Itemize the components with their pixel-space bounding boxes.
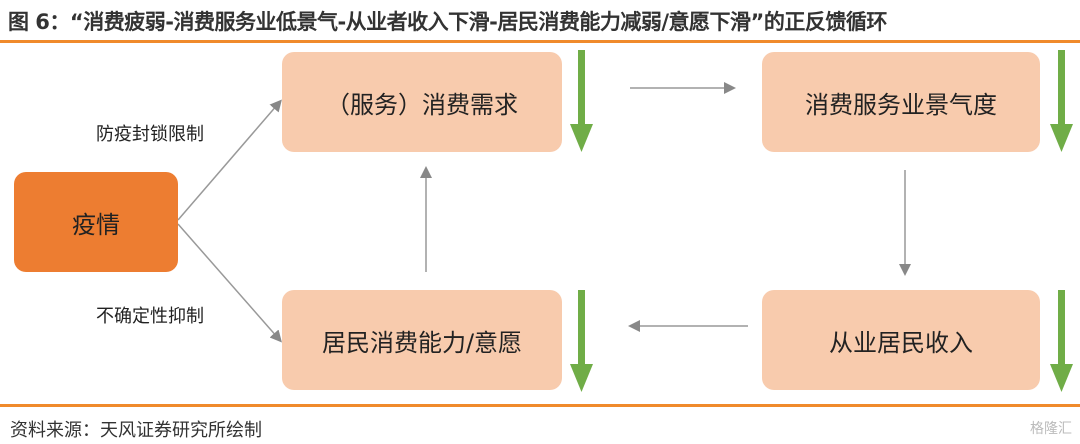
source-note: 资料来源：天风证券研究所绘制	[10, 420, 262, 441]
arrow-epidemic-to-capacity	[177, 223, 282, 343]
watermark: 格隆汇	[1030, 421, 1072, 437]
label-uncertainty: 不确定性抑制	[96, 306, 204, 327]
figure-title: 图 6：“消费疲弱-消费服务业低景气-从业者收入下滑-居民消费能力减弱/意愿下滑…	[8, 10, 887, 34]
node-prosperity: 消费服务业景气度	[762, 52, 1040, 152]
down-arrow-icon	[570, 290, 593, 392]
down-arrow-icon	[1050, 290, 1073, 392]
label-lockdown: 防疫封锁限制	[96, 124, 204, 145]
bottom-rule	[0, 404, 1080, 407]
node-epidemic: 疫情	[14, 172, 178, 272]
down-arrow-icon	[570, 50, 593, 152]
node-income: 从业居民收入	[762, 290, 1040, 390]
down-arrow-icon	[1050, 50, 1073, 152]
node-demand: （服务）消费需求	[282, 52, 562, 152]
node-capacity: 居民消费能力/意愿	[282, 290, 562, 390]
arrow-epidemic-to-demand	[177, 99, 282, 221]
top-rule	[0, 40, 1080, 43]
